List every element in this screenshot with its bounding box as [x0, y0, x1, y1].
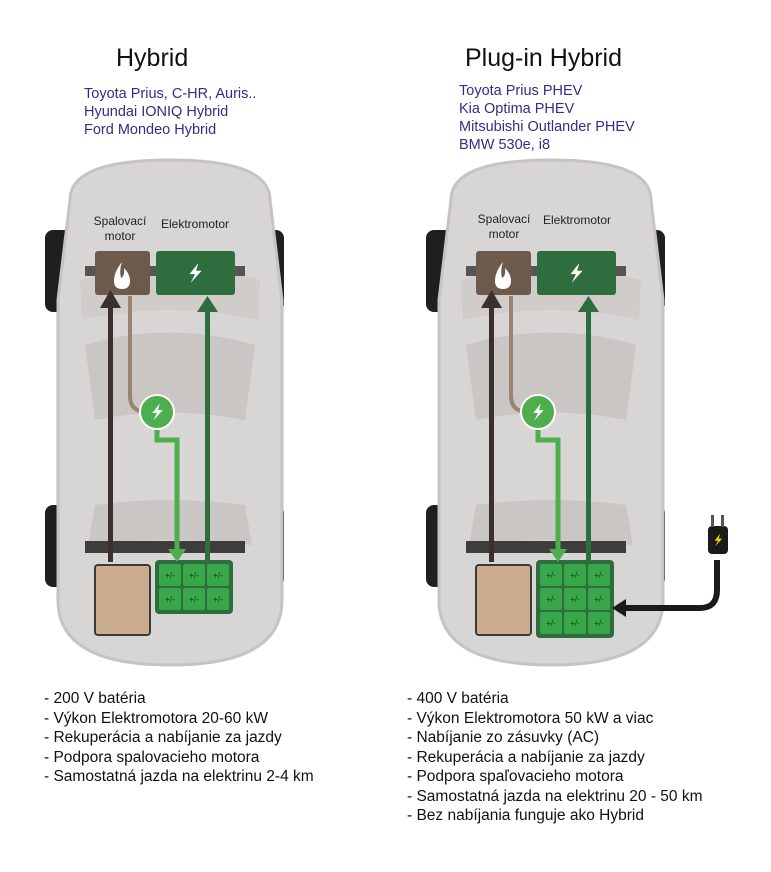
battery-to-motor-arrowhead	[197, 296, 218, 312]
plugin-hybrid-car: +/- +/- +/- +/- +/- +/- +/- +/- +/-	[426, 158, 665, 667]
model-item: Mitsubishi Outlander PHEV	[459, 119, 635, 135]
feature-item: - Nabíjanie zo zásuvky (AC)	[407, 729, 600, 746]
hybrid-title: Hybrid	[116, 44, 189, 72]
battery-cell	[588, 564, 610, 586]
battery-cell	[588, 612, 610, 634]
fuel-flow-arrowhead	[481, 290, 502, 308]
battery-cell	[540, 612, 562, 634]
plug-bolt	[714, 533, 723, 547]
rear-window	[469, 500, 633, 545]
combustion-engine-box	[95, 251, 150, 295]
battery-cell	[588, 588, 610, 610]
feature-item: - Rekuperácia a nabíjanie za jazdy	[407, 748, 645, 766]
lightning-icon	[189, 263, 202, 283]
label-line: Spalovací	[93, 214, 147, 228]
model-item: Ford Mondeo Hybrid	[84, 122, 217, 138]
model-item: Toyota Prius, C-HR, Auris..	[84, 86, 257, 102]
battery-cell-label: +/-	[546, 571, 556, 580]
model-item: Toyota Prius PHEV	[459, 83, 583, 99]
battery-cell-label: +/-	[594, 571, 604, 580]
plug-prong	[711, 515, 714, 527]
battery-cell-label: +/-	[546, 619, 556, 628]
generator-to-battery-line	[154, 428, 180, 553]
fuel-tank	[94, 564, 151, 636]
rear-window	[88, 500, 252, 545]
feature-item: - Samostatná jazda na elektrinu 20 - 50 …	[407, 787, 703, 805]
plugin-features: - 400 V batéria - Výkon Elektromotora 50…	[407, 689, 703, 826]
plugin-title: Plug-in Hybrid	[465, 44, 623, 72]
fuel-flow-arrowhead	[100, 290, 121, 308]
battery-cell-label: +/-	[189, 571, 199, 580]
hybrid-car: +/- +/- +/- +/- +/- +/-	[45, 158, 284, 667]
plug-prong	[721, 515, 724, 527]
battery-cell-label: +/-	[570, 619, 580, 628]
feature-item: - Podpora spalovacieho motora	[44, 748, 260, 766]
battery-cell-label: +/-	[165, 595, 175, 604]
battery-cell	[540, 588, 562, 610]
lightning-icon	[152, 403, 163, 421]
battery-cell-label: +/-	[594, 595, 604, 604]
model-item: Hyundai IONIQ Hybrid	[84, 104, 229, 120]
battery-to-motor-line	[205, 300, 210, 560]
label-line: motor	[488, 227, 520, 241]
battery-cell	[183, 588, 205, 610]
fuel-flow-line	[489, 300, 494, 562]
battery-cell	[564, 564, 586, 586]
windshield	[85, 332, 255, 420]
windshield	[466, 332, 636, 420]
model-item: Kia Optima PHEV	[459, 101, 575, 117]
battery-to-motor-line	[586, 300, 591, 560]
battery-cell	[564, 612, 586, 634]
hybrid-features: - 200 V batéria - Výkon Elektromotora 20…	[44, 689, 314, 787]
charging-cable	[622, 560, 720, 611]
battery-to-motor-arrowhead	[578, 296, 599, 312]
flame-icon	[114, 262, 130, 289]
battery-cell-label: +/-	[594, 619, 604, 628]
battery-cell	[159, 564, 181, 586]
battery-cell	[564, 588, 586, 610]
battery-cell-label: +/-	[546, 595, 556, 604]
feature-item: - Podpora spaľovacieho motora	[407, 768, 624, 785]
fuel-flow-line	[108, 300, 113, 562]
battery-cell-label: +/-	[570, 571, 580, 580]
plugin-motor-label: Elektromotor	[542, 213, 612, 227]
flame-icon	[495, 262, 511, 289]
label-line: Spalovací	[477, 212, 531, 226]
lightning-icon	[533, 403, 544, 421]
lightning-icon	[714, 533, 723, 547]
generator-to-battery-arrowhead	[549, 549, 567, 562]
hybrid-motor-label: Elektromotor	[160, 217, 230, 231]
battery-cell	[207, 564, 229, 586]
plugin-models: Toyota Prius PHEV Kia Optima PHEV Mitsub…	[459, 82, 635, 154]
label-line: motor	[104, 229, 136, 243]
battery-cell	[540, 564, 562, 586]
hybrid-models: Toyota Prius, C-HR, Auris.. Hyundai IONI…	[84, 85, 256, 139]
generator-to-battery-arrowhead	[168, 549, 186, 562]
battery-cell-label: +/-	[570, 595, 580, 604]
plugin-engine-label: Spalovací motor	[472, 212, 536, 242]
hybrid-engine-label: Spalovací motor	[88, 214, 152, 244]
combustion-engine-box	[476, 251, 531, 295]
feature-item: - Rekuperácia a nabíjanie za jazdy	[44, 729, 282, 746]
battery-cell-label: +/-	[213, 595, 223, 604]
model-item: BMW 530e, i8	[459, 137, 551, 153]
fuel-tank	[475, 564, 532, 636]
feature-item: - Výkon Elektromotora 50 kW a viac	[407, 709, 654, 727]
charging-arrowhead	[612, 599, 626, 617]
battery-cell-label: +/-	[165, 571, 175, 580]
battery-cell	[159, 588, 181, 610]
battery-cell-label: +/-	[189, 595, 199, 604]
feature-item: - 400 V batéria	[407, 690, 509, 707]
feature-item: - Bez nabíjania funguje ako Hybrid	[407, 807, 644, 824]
lightning-icon	[570, 263, 583, 283]
feature-item: - Výkon Elektromotora 20-60 kW	[44, 709, 268, 727]
battery-cell	[183, 564, 205, 586]
feature-item: - 200 V batéria	[44, 690, 146, 707]
battery-cell	[207, 588, 229, 610]
generator-to-battery-line	[535, 428, 561, 553]
battery-cell-label: +/-	[213, 571, 223, 580]
feature-item: - Samostatná jazda na elektrinu 2-4 km	[44, 768, 314, 785]
